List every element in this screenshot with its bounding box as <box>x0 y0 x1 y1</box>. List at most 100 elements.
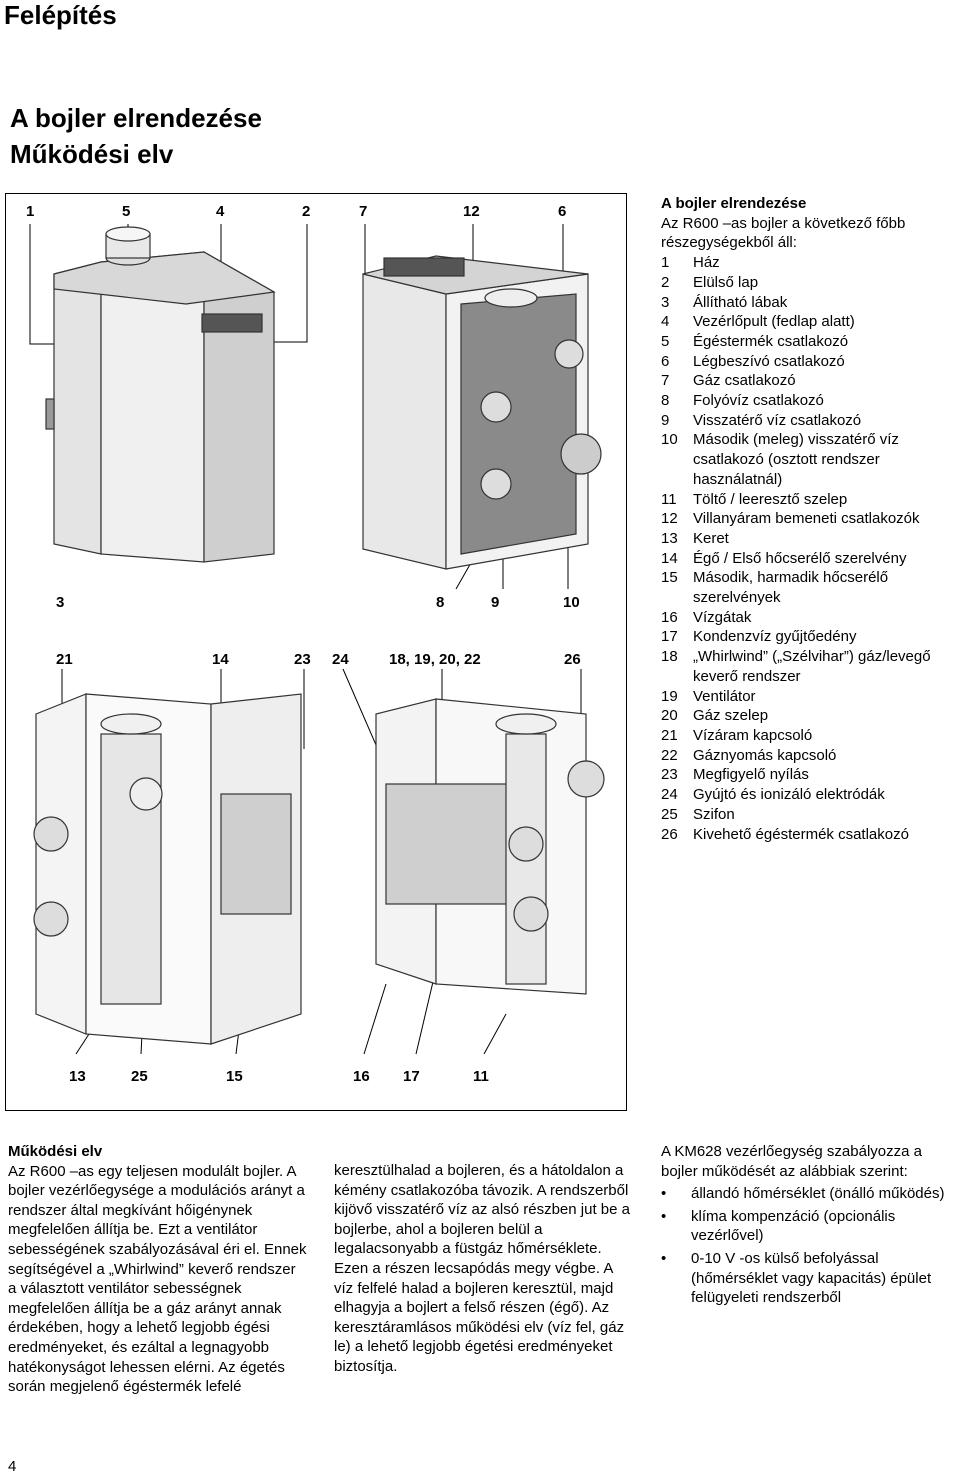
callout-mid: 3 <box>56 594 65 611</box>
operation-column-2: keresztülhalad a bojleren, és a hátoldal… <box>334 1161 634 1377</box>
boiler-exterior-front <box>45 226 276 563</box>
callout-bottom: 13 <box>69 1068 86 1085</box>
legend-item-number: 26 <box>661 825 678 843</box>
legend-item: 10 Második (meleg) visszatérő víz csatlak… <box>661 430 960 489</box>
callout-top: 7 <box>359 203 368 220</box>
operation-column-1: Működési elv Az R600 –as egy teljesen mo… <box>8 1142 308 1397</box>
control-intro: A KM628 vezérlőegység szabályozza a bojl… <box>661 1143 922 1180</box>
boiler-illustration <box>29 224 605 1055</box>
legend-item-number: 2 <box>661 273 670 291</box>
callout-top: 4 <box>216 203 225 220</box>
boiler-figure: 1 5 4 2 7 12 6 3 8 9 10 21 14 23 24 18, … <box>5 193 627 1111</box>
legend-item-text: Keret <box>693 529 729 547</box>
legend-item-text: Második (meleg) visszatérő víz csatlakoz… <box>693 431 899 488</box>
legend-item-text: „Whirlwind” („Szélvihar”) gáz/levegő kev… <box>693 648 931 685</box>
legend-item: 3 Állítható lábak <box>661 293 960 313</box>
legend-item-number: 21 <box>661 726 678 744</box>
legend-item-number: 12 <box>661 510 678 528</box>
legend-item: 2 Elülső lap <box>661 273 960 293</box>
section-title: Felépítés <box>4 0 117 30</box>
legend-item-text: Ház <box>693 254 720 272</box>
legend-item: 9 Visszatérő víz csatlakozó <box>661 411 960 431</box>
legend-item: 24 Gyújtó és ionizáló elektródák <box>661 785 960 805</box>
legend-item: 5 Égéstermék csatlakozó <box>661 332 960 352</box>
callout-top: 1 <box>26 203 35 220</box>
legend-item-number: 25 <box>661 805 678 823</box>
legend-item-number: 18 <box>661 648 678 666</box>
legend-item-number: 14 <box>661 549 678 567</box>
callout-mid: 8 <box>436 594 445 611</box>
legend-item-text: Folyóvíz csatlakozó <box>693 392 824 410</box>
legend-item-text: Légbeszívó csatlakozó <box>693 352 845 370</box>
callout-lower: 14 <box>212 651 229 668</box>
legend-item-number: 17 <box>661 628 678 646</box>
callout-bottom: 16 <box>353 1068 370 1085</box>
legend-item-number: 16 <box>661 608 678 626</box>
legend-item-text: Gáz csatlakozó <box>693 372 796 390</box>
callout-bottom: 15 <box>226 1068 243 1085</box>
legend-item-number: 1 <box>661 254 670 272</box>
legend-item-number: 13 <box>661 529 678 547</box>
boiler-internal-front <box>33 693 302 1045</box>
control-mode-item: klíma kompenzáció (opcionális vezérlővel… <box>661 1207 960 1246</box>
legend-item: 7 Gáz csatlakozó <box>661 371 960 391</box>
callout-lower: 18, 19, 20, 22 <box>389 651 481 668</box>
legend-item-number: 5 <box>661 332 670 350</box>
legend-item-text: Gyújtó és ionizáló elektródák <box>693 786 885 804</box>
callout-top: 12 <box>463 203 480 220</box>
page-subtitle: A bojler elrendezése Működési elv <box>10 100 262 172</box>
legend-item-number: 6 <box>661 352 670 370</box>
legend-item-text: Gáz szelep <box>693 707 769 725</box>
legend-item-text: Ventilátor <box>693 687 756 705</box>
legend-item-number: 19 <box>661 687 678 705</box>
legend-item-number: 23 <box>661 766 678 784</box>
legend-item-text: Elülső lap <box>693 273 759 291</box>
legend-item-number: 15 <box>661 569 678 587</box>
callout-lower: 24 <box>332 651 349 668</box>
legend-item-number: 24 <box>661 786 678 804</box>
legend-item-number: 20 <box>661 707 678 725</box>
callout-bottom: 11 <box>473 1068 489 1085</box>
legend-item-number: 10 <box>661 431 678 449</box>
boiler-exterior-rear <box>362 255 602 570</box>
subtitle-line-1: A bojler elrendezése <box>10 103 262 133</box>
legend-item-text: Égéstermék csatlakozó <box>693 332 849 350</box>
callout-mid: 10 <box>563 594 580 611</box>
legend-item-text: Vízáram kapcsoló <box>693 726 813 744</box>
legend-item: 21 Vízáram kapcsoló <box>661 726 960 746</box>
legend-item-text: Második, harmadik hőcserélő szerelvények <box>693 569 889 607</box>
legend-item-number: 4 <box>661 313 670 331</box>
legend-item-text: Állítható lábak <box>693 293 788 311</box>
legend-item-text: Töltő / leeresztő szelep <box>693 490 848 508</box>
legend-item: 1 Ház <box>661 253 960 273</box>
legend-item-text: Villanyáram bemeneti csatlakozók <box>693 510 920 528</box>
legend-item-text: Kivehető égéstermék csatlakozó <box>693 825 909 843</box>
control-mode-item: 0-10 V -os külső befolyással (hőmérsékle… <box>661 1249 960 1308</box>
callout-top: 6 <box>558 203 567 220</box>
boiler-internal-rear <box>375 698 605 995</box>
legend-item-text: Égő / Első hőcserélő szerelvény <box>693 549 907 567</box>
legend-item-number: 7 <box>661 372 670 390</box>
legend-item-text: Vízgátak <box>693 608 752 626</box>
subtitle-line-2: Működési elv <box>10 139 174 169</box>
legend-item-number: 9 <box>661 411 670 429</box>
parts-legend: A bojler elrendezése Az R600 –as bojler … <box>661 194 960 844</box>
legend-item-text: Kondenzvíz gyűjtőedény <box>693 628 857 646</box>
page-number: 4 <box>8 1458 17 1475</box>
callout-lower: 26 <box>564 651 581 668</box>
legend-title: A bojler elrendezése <box>661 195 807 212</box>
legend-item: 26 Kivehető égéstermék csatlakozó <box>661 825 960 845</box>
legend-item: 15 Második, harmadik hőcserélő szerelvény… <box>661 568 960 607</box>
operation-column-3: A KM628 vezérlőegység szabályozza a bojl… <box>661 1142 960 1308</box>
legend-item-number: 8 <box>661 392 670 410</box>
legend-item-number: 3 <box>661 293 670 311</box>
legend-item-text: Visszatérő víz csatlakozó <box>693 411 862 429</box>
callout-top: 2 <box>302 203 311 220</box>
callout-top: 5 <box>122 203 131 220</box>
legend-item-text: Gáznyomás kapcsoló <box>693 746 837 764</box>
legend-item: 17 Kondenzvíz gyűjtőedény <box>661 627 960 647</box>
